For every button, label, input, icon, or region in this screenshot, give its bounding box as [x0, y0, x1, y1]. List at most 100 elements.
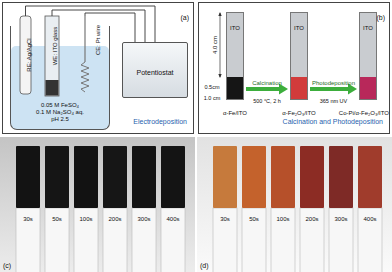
label-holder: WE: ITO glass	[43, 27, 61, 66]
label-holder: Co-Pi/α-Fe₂O₃/ITO	[339, 101, 389, 119]
glass-strip	[132, 208, 156, 272]
dimension-label: 4.0 cm	[212, 36, 219, 54]
iron-film	[45, 146, 69, 208]
condition-label: 365 nm UV	[320, 98, 348, 104]
text-holder: ITO	[227, 16, 243, 34]
ito-slide: ITO	[226, 12, 244, 100]
label-holder: Photodeposition	[312, 71, 355, 89]
deposit	[46, 80, 59, 96]
glass-strip	[16, 208, 40, 272]
label-holder: 100s	[276, 207, 289, 225]
glass-strip	[213, 208, 237, 272]
node-text: ITO	[363, 25, 373, 32]
time-label: 400s	[166, 216, 179, 223]
time-label: 200s	[108, 216, 121, 223]
working-electrode	[45, 16, 59, 96]
label-holder: 500 °C, 2 h	[253, 89, 281, 107]
text-holder: (a)	[180, 6, 189, 24]
panel-letter: (d)	[200, 262, 209, 270]
electrode-label: CE: Pt wire	[95, 25, 102, 55]
time-label: 300s	[334, 216, 347, 223]
node-text: ITO	[294, 25, 304, 32]
ito-slide: ITO	[359, 12, 377, 100]
text-holder: ITO	[360, 16, 376, 34]
dimension-label: 0.5cm	[205, 84, 220, 90]
electrode-label: RE: Ag/AgCl	[26, 38, 33, 71]
panel-letter: (a)	[180, 14, 189, 22]
time-label: 200s	[305, 216, 318, 223]
label-holder: (c)	[3, 254, 11, 272]
hematite-film	[271, 146, 295, 208]
time-label: 30s	[23, 216, 33, 223]
label-holder: 50s	[249, 207, 259, 225]
iron-film	[74, 146, 98, 208]
label-holder: 50s	[52, 207, 62, 225]
film-area	[291, 77, 307, 99]
platinum-coil	[81, 62, 89, 92]
label-holder: CE: Pt wire	[86, 25, 104, 55]
label-holder: 200s	[108, 207, 121, 225]
label-holder: 4.0 cm	[203, 36, 221, 54]
sample-label: α-Fe/ITO	[223, 110, 247, 117]
hematite-film	[242, 146, 266, 208]
hematite-film	[329, 146, 353, 208]
node-text: Potentiostat	[137, 69, 174, 77]
edge-label: Calcination	[252, 80, 282, 87]
label-holder: 300s	[137, 207, 150, 225]
dimension-arrowhead	[218, 74, 221, 78]
text-holder: (b)	[376, 6, 385, 24]
label-holder: α-Fe₂O₃/ITO	[282, 101, 315, 119]
iron-film	[103, 146, 127, 208]
glass-strips	[16, 208, 382, 272]
glass-strip	[242, 208, 266, 272]
process-arrow	[246, 87, 281, 91]
label-holder: 30s	[23, 207, 33, 225]
iron-film	[161, 146, 185, 208]
time-label: 100s	[79, 216, 92, 223]
text-holder: Electrodeposition	[133, 110, 187, 128]
label-holder: Calcination	[252, 71, 282, 89]
time-label: 50s	[52, 216, 62, 223]
hematite-film	[213, 146, 237, 208]
hematite-film	[300, 146, 324, 208]
film-area	[227, 77, 243, 99]
electrode-label: WE: ITO glass	[52, 27, 59, 66]
label-holder: 400s	[166, 207, 179, 225]
glass-strip	[271, 208, 295, 272]
glass-strip	[300, 208, 324, 272]
glass-strip	[45, 208, 69, 272]
node-text: 0.05 M FeSO₄	[41, 102, 79, 109]
time-label: 100s	[276, 216, 289, 223]
panel-letter: (c)	[3, 262, 11, 270]
label-holder: α-Fe/ITO	[223, 101, 247, 119]
sample-label: Co-Pi/α-Fe₂O₃/ITO	[339, 110, 389, 117]
condition-label: 500 °C, 2 h	[253, 98, 281, 104]
glass-strip	[74, 208, 98, 272]
glass-strip	[161, 208, 185, 272]
dimension-arrowhead	[218, 12, 221, 16]
panel-letter: (b)	[376, 14, 385, 22]
label-holder: 365 nm UV	[320, 89, 348, 107]
text-holder: Potentiostat	[123, 61, 187, 79]
panel-caption: Electrodeposition	[133, 118, 187, 126]
label-holder: 100s	[79, 207, 92, 225]
wire	[85, 13, 135, 42]
label-holder: (d)	[200, 254, 209, 272]
process-arrow	[310, 87, 350, 91]
ito-slide: ITO	[290, 12, 308, 100]
label-holder: RE: Ag/AgCl	[17, 38, 35, 71]
dimension-line	[220, 13, 221, 77]
glass-strip	[103, 208, 127, 272]
text-holder: ITO	[291, 16, 307, 34]
node-text: pH 2.5	[51, 116, 69, 123]
node-text: 0.1 M Na₂SO₄ aq.	[36, 109, 84, 116]
edge-label: Photodeposition	[312, 80, 355, 87]
label-holder: 400s	[363, 207, 376, 225]
label-holder: 200s	[305, 207, 318, 225]
label-holder: 0.5cm	[205, 75, 220, 93]
hematite-film	[358, 146, 382, 208]
